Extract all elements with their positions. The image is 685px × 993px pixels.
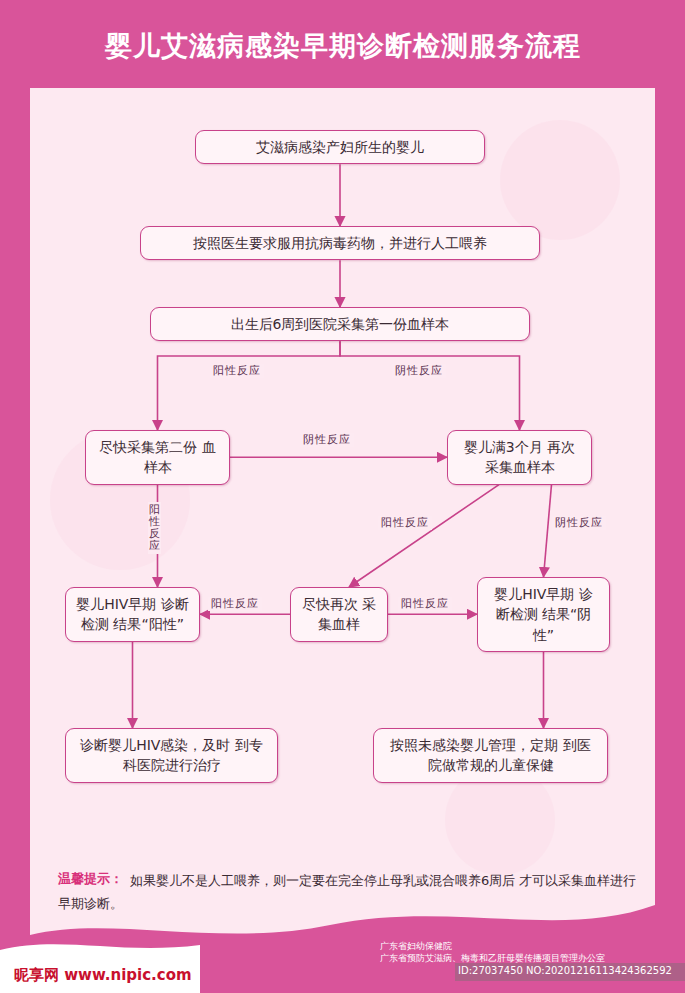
title: 婴儿艾滋病感染早期诊断检测服务流程 — [0, 28, 685, 64]
box-text: 诊断婴儿HIV感染，及时 到专科医院进行治疗 — [76, 735, 267, 776]
process-box: 艾滋病感染产妇所生的婴儿 — [195, 130, 485, 164]
id-band — [455, 963, 685, 981]
flow-arrow — [543, 652, 545, 728]
panel — [30, 88, 655, 935]
flow-arrow — [158, 341, 341, 430]
edge-label: 阳性反应 — [210, 364, 264, 378]
process-box: 诊断婴儿HIV感染，及时 到专科医院进行治疗 — [65, 728, 278, 783]
edge-label: 阴性反应 — [392, 364, 446, 378]
logo-wave — [0, 944, 200, 993]
process-box: 尽快再次 采集血样 — [290, 587, 388, 642]
box-text: 尽快再次 采集血样 — [301, 594, 377, 635]
flow-arrow — [544, 485, 552, 577]
edge-label: 阳性反应 — [378, 516, 432, 530]
box-text: 婴儿HIV早期 诊断检测 结果“阳性” — [76, 594, 189, 635]
flow-arrow — [230, 456, 447, 458]
process-box: 出生后6周到医院采集第一份血样本 — [150, 307, 530, 341]
edge-label: 阳性反应 — [148, 502, 161, 554]
footer-org: 广东省妇幼保健院 — [380, 940, 452, 953]
tip-text: 如果婴儿不是人工喂养，则一定要在完全停止母乳或混合喂养6周后 才可以采集血样进行… — [58, 870, 643, 916]
box-text: 出生后6周到医院采集第一份血样本 — [231, 314, 450, 334]
footer-org: 广东省预防艾滋病、梅毒和乙肝母婴传播项目管理办公室 — [380, 952, 605, 965]
flow-arrow — [349, 485, 499, 587]
flow-arrow — [339, 164, 341, 226]
box-text: 艾滋病感染产妇所生的婴儿 — [256, 137, 424, 157]
flow-arrow — [388, 613, 477, 615]
process-box: 按照未感染婴儿管理，定期 到医院做常规的儿童保健 — [373, 728, 608, 783]
flow-arrow — [340, 341, 520, 430]
flow-arrow — [200, 613, 290, 615]
box-text: 婴儿满3个月 再次采集血样本 — [458, 437, 581, 478]
process-box: 尽快采集第二份 血样本 — [85, 430, 230, 485]
process-box: 婴儿HIV早期 诊断检测 结果“阳性” — [65, 587, 200, 642]
process-box: 婴儿满3个月 再次采集血样本 — [447, 430, 592, 485]
box-text: 婴儿HIV早期 诊断检测 结果“阴性” — [488, 584, 599, 645]
flow-arrow — [132, 642, 134, 728]
box-text: 按照未感染婴儿管理，定期 到医院做常规的儿童保健 — [384, 735, 597, 776]
flower-shade — [500, 120, 620, 240]
edge-label: 阴性反应 — [552, 516, 606, 530]
process-box: 按照医生要求服用抗病毒药物，并进行人工喂养 — [140, 226, 540, 260]
box-text: 按照医生要求服用抗病毒药物，并进行人工喂养 — [193, 233, 487, 253]
edge-label: 阴性反应 — [300, 433, 354, 447]
box-text: 尽快采集第二份 血样本 — [96, 437, 219, 478]
tip-heading: 温馨提示： — [58, 870, 123, 888]
flow-arrow — [339, 260, 341, 307]
watermark-logo: 昵享网 www.nipic.com — [14, 966, 192, 985]
edge-label: 阳性反应 — [208, 597, 262, 611]
watermark-id: ID:27037450 NO:20201216113424362592 — [458, 965, 672, 976]
process-box: 婴儿HIV早期 诊断检测 结果“阴性” — [477, 577, 610, 652]
edge-label: 阳性反应 — [398, 597, 452, 611]
